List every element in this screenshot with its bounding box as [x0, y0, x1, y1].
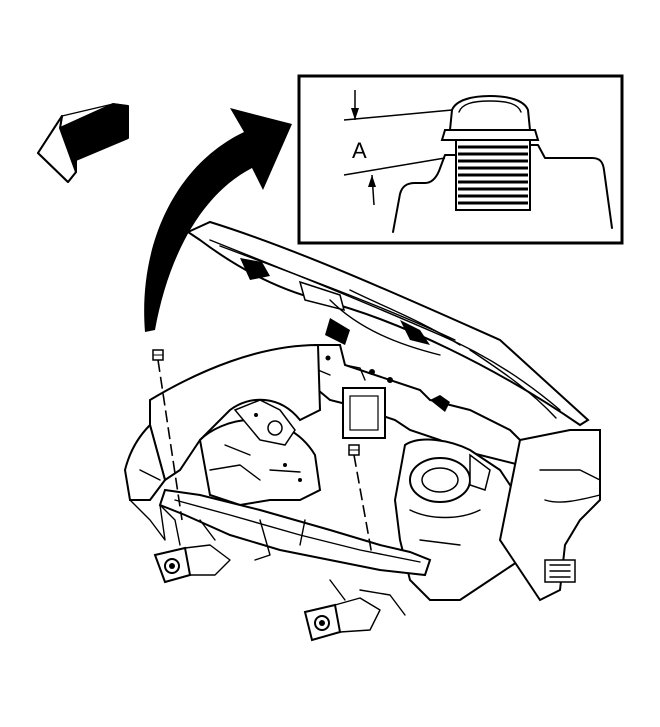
- bumper-threads: [458, 145, 528, 205]
- right-frame-horn: [303, 579, 406, 642]
- hood-panel: [185, 220, 590, 427]
- hood-bumper-icon: [440, 94, 540, 211]
- left-frame-horn: [153, 504, 231, 584]
- detail-view-inset: A: [297, 74, 624, 245]
- firewall: [313, 344, 542, 472]
- callout-label-a: A: [352, 138, 367, 163]
- vehicle-front-structure: [123, 220, 601, 642]
- right-bumper-install: [348, 444, 373, 556]
- left-hood-bumper-icon: [152, 349, 164, 361]
- forward-direction-arrow-icon: [37, 103, 129, 183]
- right-fender: [498, 429, 601, 602]
- left-fender: [123, 343, 322, 507]
- front-lower-left: [124, 469, 166, 541]
- right-hood-bumper-icon: [348, 444, 360, 456]
- dimension-a: A: [343, 90, 453, 206]
- radiator-support: [158, 488, 432, 577]
- detail-callout-arrow-icon: [144, 108, 292, 332]
- left-bumper-install: [152, 349, 183, 521]
